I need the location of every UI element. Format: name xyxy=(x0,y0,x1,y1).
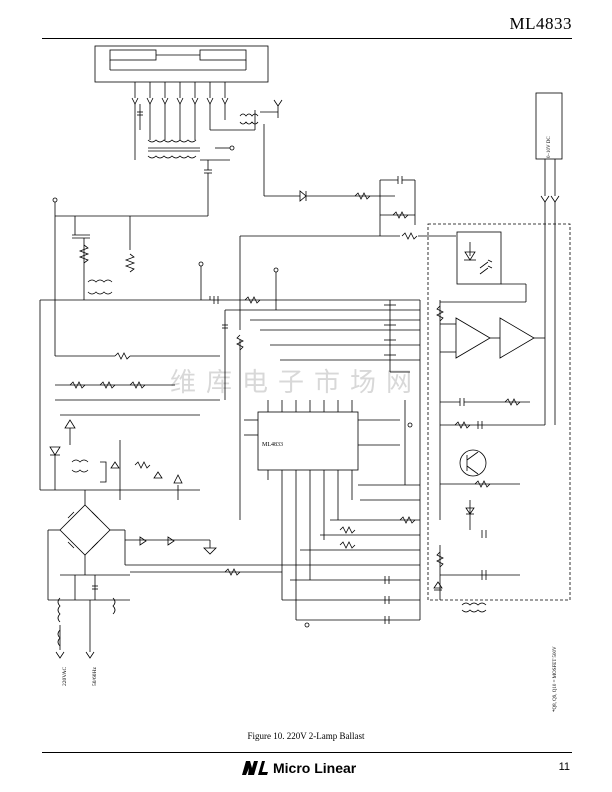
bridge-rectifier xyxy=(47,490,420,659)
output-transformer xyxy=(134,99,300,216)
ml4833-ic: ML4833 xyxy=(244,400,400,620)
ac-voltage-label: 220VAC xyxy=(62,667,68,686)
page-number: 11 xyxy=(558,761,570,773)
header-part-number: ML4833 xyxy=(509,14,572,33)
mosfet-note: *Q8, Q9, Q10 = MOSFET 500V xyxy=(553,646,558,712)
footer-rule xyxy=(42,752,572,753)
input-section xyxy=(39,197,220,500)
feedback-network xyxy=(130,176,456,628)
brand-name: Micro Linear xyxy=(273,760,357,776)
micro-linear-logo: Micro Linear xyxy=(241,758,356,778)
dimming-interface: 0–10V DC *Q8, Q9, Q10 = MOSFET 500V xyxy=(419,92,571,712)
ic-label: ML4833 xyxy=(262,442,283,448)
figure-caption: Figure 10. 220V 2-Lamp Ballast xyxy=(247,731,365,741)
ac-frequency-label: 50/60Hz xyxy=(92,667,98,687)
micro-linear-logo-icon xyxy=(242,761,268,775)
dimming-range-label: 0–10V DC xyxy=(547,136,552,158)
header-rule xyxy=(42,38,572,39)
watermark-text: 维库电子市场网 xyxy=(170,368,423,398)
lamp-assembly xyxy=(94,45,269,105)
